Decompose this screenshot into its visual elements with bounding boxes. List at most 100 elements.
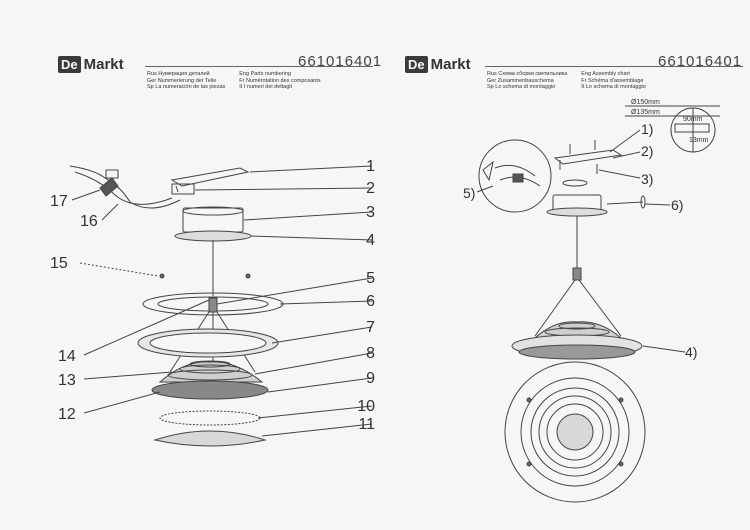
bottom-screw-1 [526,397,532,403]
dim-inner-label: Ø135mm [631,109,660,116]
ceiling-hole [562,179,588,187]
callout-16: 16 [80,213,98,230]
terminal-detail [512,173,524,183]
power-wire-a [69,165,181,209]
caption-rus: Rus Нумерация деталей [147,71,210,77]
leader-2 [194,187,373,191]
warning-triangle [482,160,494,182]
exploded-parts-diagram: 1 2 3 4 5 6 7 8 9 10 11 12 13 14 15 16 1… [50,158,375,447]
callout-3: 3) [641,171,653,187]
cable-gripper [208,297,218,313]
caption-eng: Eng Parts numbering [239,71,291,77]
leader-13 [83,371,173,380]
leader-10 [257,405,373,419]
leader-2 [612,151,641,159]
callout-12: 12 [58,406,76,423]
leader-8 [254,352,373,375]
part-number: 661016401 [298,53,383,70]
leader-17 [71,189,101,201]
leader-16 [101,203,119,221]
suspension-wire-left [534,279,576,337]
housing-top [182,206,244,216]
leader-3 [243,211,373,221]
screw-left [159,273,165,279]
callout-10: 10 [357,398,375,415]
caption-it: It Lo schema di montaggio [581,84,646,91]
cone-rib-3 [167,369,253,381]
leader-6 [279,300,373,305]
bottom-view-groove-2 [538,395,612,469]
bottom-screw-4 [618,461,624,467]
caption-it: It I numeri dei dettagli [239,84,292,91]
callout-15: 15 [50,255,68,272]
bottom-screw-2 [618,397,624,403]
brand-logo: De Markt [58,56,124,73]
callout-6: 6 [366,293,375,310]
assembly-diagram: Ø150mm Ø135mm 90mm 13mm 1) 2) 3) 4) 5) 6… [463,99,720,503]
callout-1: 1 [366,158,375,175]
callout-7: 7 [366,319,375,336]
assembly-chart-page: De Markt 661016401 Rus Схема сборки свет… [375,0,750,530]
leader-12 [83,391,161,414]
caption-ger: Ger Zusammenbauschema [487,77,554,84]
caption-eng: Eng Assembly chart [581,71,630,77]
cone-shade [533,321,623,339]
bottom-view-center [556,413,594,451]
leader-1 [609,129,641,153]
shade-base [151,380,269,400]
brand-logo-box: De [405,56,428,73]
callout-5: 5 [366,270,375,287]
cone-rib-1 [558,322,596,330]
callout-4: 4) [685,344,697,360]
brand-logo-text: Markt [83,56,124,73]
bracket-leg [175,185,179,193]
leader-15 [79,262,159,277]
callout-2: 2 [366,180,375,197]
bottom-screw-3 [526,461,532,467]
callout-1: 1) [641,121,653,137]
dim-outer-label: Ø150mm [631,99,660,106]
callout-5: 5) [463,185,475,201]
leader-3 [598,169,641,179]
detail-section [674,123,710,133]
leader-14 [83,299,210,356]
leader-5 [476,185,494,193]
wire-detail-a [494,164,536,177]
mounting-bracket [170,167,250,187]
decorative-ring-inner [149,332,267,354]
led-ring [159,410,261,426]
cable-gripper [572,267,582,281]
side-screw [606,201,644,205]
dim-depth-label: 90mm [683,116,703,123]
leader-11 [261,423,373,437]
header-rule [485,66,743,67]
caption-sp: Sp La numeración de las piezas [147,84,226,91]
cone-rib-1 [189,360,231,368]
part-number: 661016401 [658,53,743,70]
diffuser [153,430,267,447]
bottom-view-groove-1 [530,387,620,477]
brand-logo: De Markt [405,56,471,73]
parts-numbering-page: De Markt 661016401 Rus Нумерация деталей… [50,53,381,447]
connector-clip [105,169,119,179]
wiring-detail-circle [478,139,552,213]
caption-fr: Fr Schéma d'assemblage [581,77,644,84]
mounting-bracket [553,149,623,165]
callout-2: 2) [641,143,653,159]
leader-7 [271,326,373,344]
header-rule [145,66,373,67]
caption-block: Rus Схема сборки светильника Eng Assembl… [487,71,646,91]
bottom-view-ring [520,377,630,487]
callout-3: 3 [366,204,375,221]
callout-14: 14 [58,348,76,365]
caption-fr: Fr Numérotation des composants [239,77,321,84]
callout-8: 8 [366,345,375,362]
callout-6: 6) [671,197,683,213]
caption-block: Rus Нумерация деталей Eng Parts numberin… [147,71,321,91]
lamp-diffuser [518,344,636,360]
suspension-wire-right [578,279,622,337]
leader-5 [216,277,373,305]
leader-6 [644,203,671,206]
brand-logo-text: Markt [430,56,471,73]
